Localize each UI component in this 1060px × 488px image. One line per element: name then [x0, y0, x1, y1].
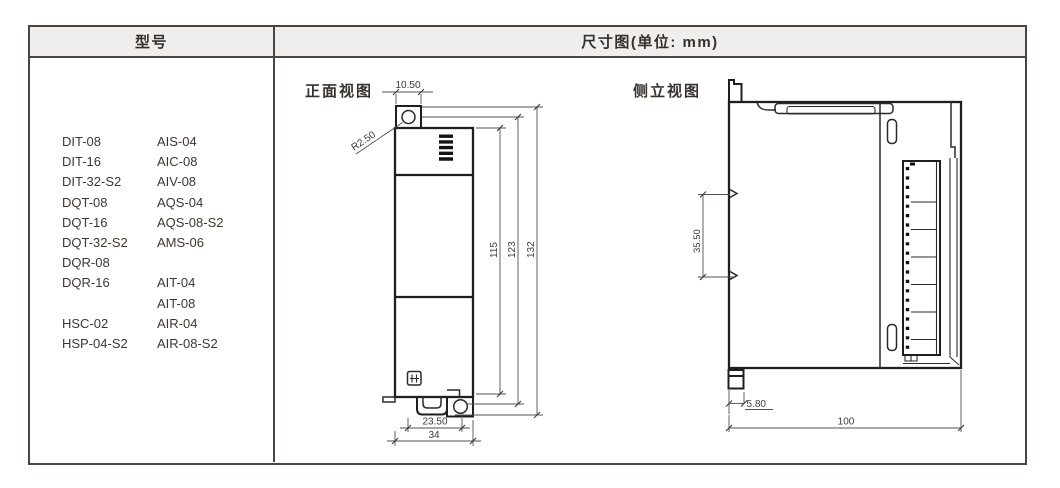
model-row: DQR-08	[30, 253, 273, 273]
model-name: DQT-08	[62, 194, 108, 210]
model-name: AQS-04	[157, 194, 204, 210]
model-name: AIR-08-S2	[157, 336, 218, 352]
model-name: AQS-08-S2	[157, 214, 224, 230]
table-body-row: DIT-08 AIS-04 DIT-16 AIC-08 DIT-32-S2 AIV-0…	[30, 58, 1025, 462]
model-name: AIT-04	[157, 275, 196, 291]
model-column-header: 型号	[30, 27, 275, 56]
model-name: DIT-32-S2	[62, 174, 122, 190]
model-name: DIT-16	[62, 154, 102, 170]
model-row: AIT-08	[30, 294, 273, 314]
model-name: DQT-32-S2	[62, 235, 128, 251]
model-row: HSC-02 AIR-04	[30, 314, 273, 334]
model-name: DQR-16	[62, 275, 110, 291]
model-row: DQT-16 AQS-08-S2	[30, 213, 273, 233]
model-name: HSP-04-S2	[62, 336, 128, 352]
model-row: DQT-32-S2 AMS-06	[30, 233, 273, 253]
model-row: HSP-04-S2 AIR-08-S2	[30, 334, 273, 354]
model-name	[62, 294, 157, 314]
model-row: DQT-08 AQS-04	[30, 193, 273, 213]
model-name: DQR-08	[62, 255, 110, 271]
model-row: DIT-32-S2 AIV-08	[30, 172, 273, 192]
table-header-row: 型号 尺寸图(单位: mm)	[30, 27, 1025, 58]
model-name: DQT-16	[62, 214, 108, 230]
model-name: AIR-04	[157, 315, 198, 331]
model-row: DQR-16 AIT-04	[30, 273, 273, 293]
model-name: AIV-08	[157, 174, 197, 190]
model-row: DIT-16 AIC-08	[30, 152, 273, 172]
dimension-diagram-cell	[275, 58, 1025, 462]
model-name: AIT-08	[157, 295, 196, 311]
spec-table: 型号 尺寸图(单位: mm) DIT-08 AIS-04 DIT-16 AIC-08…	[28, 25, 1027, 465]
model-name: AMS-06	[157, 235, 204, 251]
model-list-cell: DIT-08 AIS-04 DIT-16 AIC-08 DIT-32-S2 AIV-0…	[30, 58, 275, 462]
model-name: DIT-08	[62, 134, 102, 149]
model-row: DIT-08 AIS-04	[30, 132, 273, 152]
model-name: AIS-04	[157, 134, 197, 149]
model-name: AIC-08	[157, 154, 198, 170]
dimension-column-header: 尺寸图(单位: mm)	[581, 34, 719, 51]
model-name: HSC-02	[62, 315, 109, 331]
